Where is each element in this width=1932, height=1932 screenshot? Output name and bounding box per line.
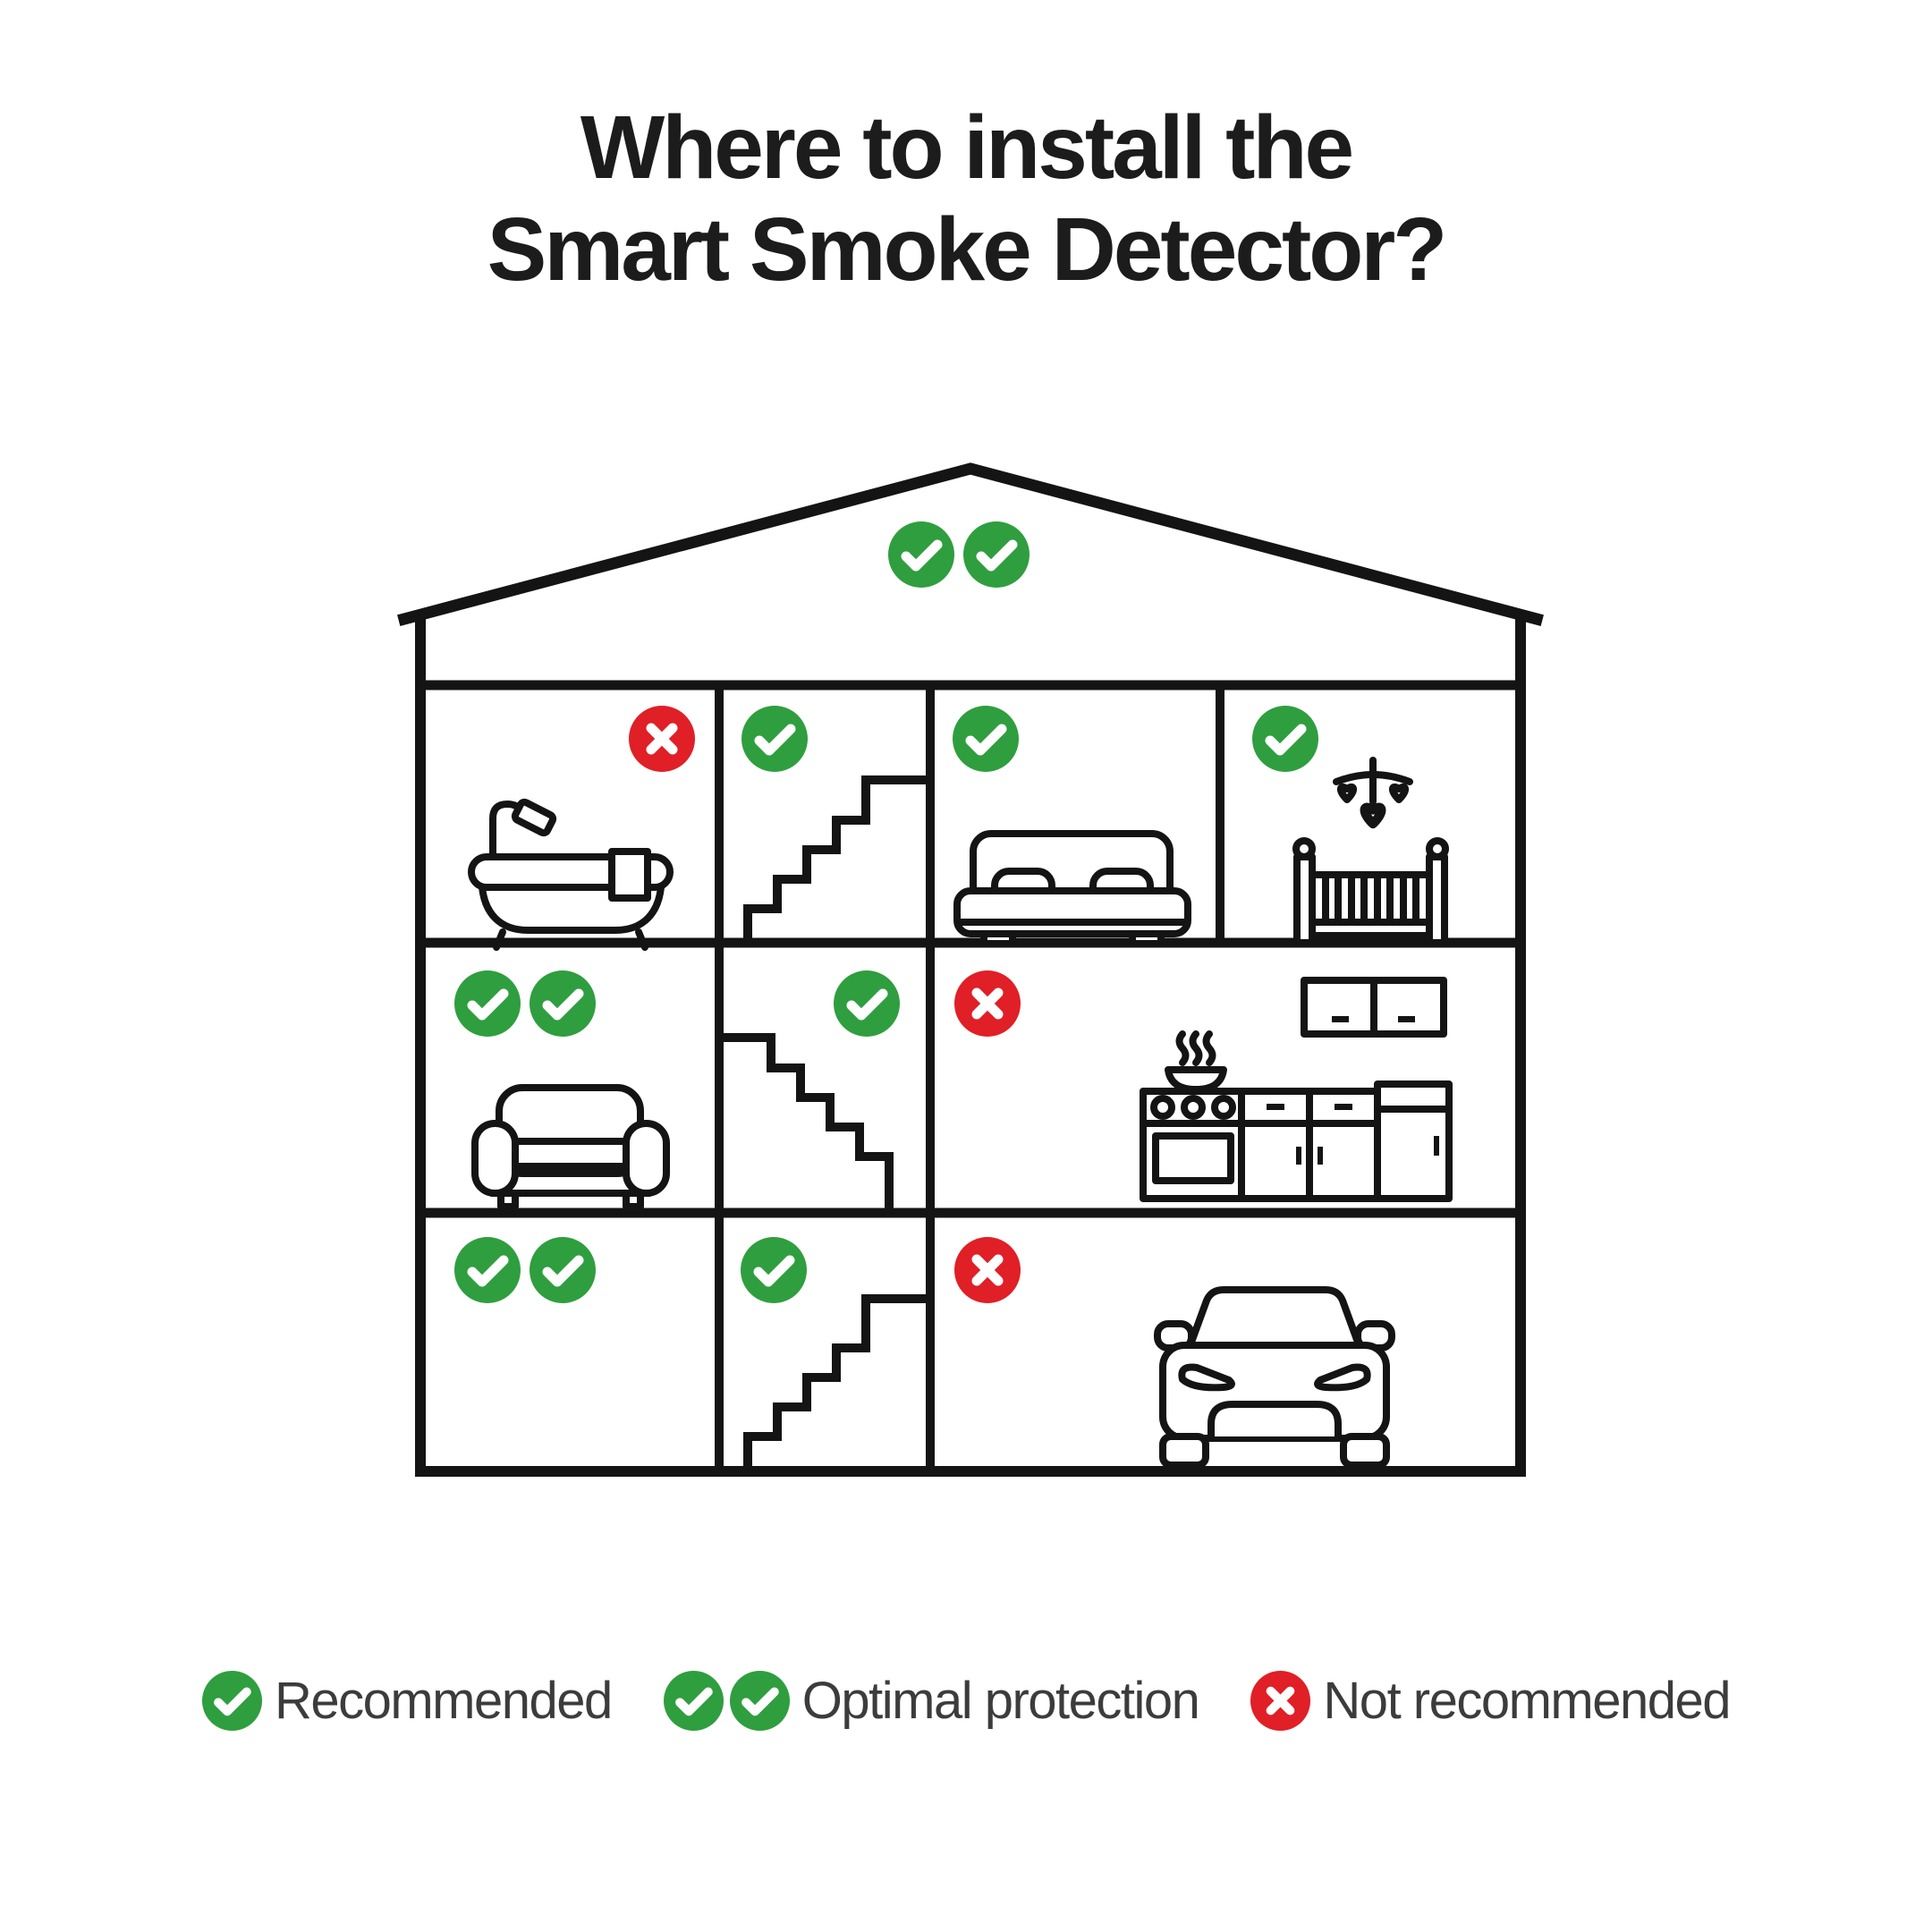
legend-item-recommended: Recommended	[202, 1671, 613, 1731]
legend-recommended-icons	[202, 1671, 262, 1731]
check-mark-icon	[834, 970, 900, 1037]
x-mark-icon	[629, 706, 695, 772]
x-mark-icon	[954, 1237, 1021, 1303]
house-outline	[397, 462, 1544, 1477]
staircase-icon	[715, 1033, 894, 1215]
page-title-line1: Where to install the	[580, 97, 1354, 198]
check-mark-icon	[888, 521, 954, 588]
bed-icon	[953, 830, 1191, 947]
legend-item-not-recommended: Not recommended	[1250, 1671, 1732, 1731]
check-mark-icon	[664, 1671, 724, 1731]
staircase-icon	[743, 775, 935, 946]
check-mark-icon	[953, 706, 1019, 772]
x-mark-icon	[1250, 1671, 1310, 1731]
x-mark-icon	[954, 970, 1021, 1037]
legend-recommended-label: Recommended	[274, 1672, 613, 1730]
legend-optimal-protection-icons	[664, 1671, 790, 1731]
cellar-marks	[454, 1237, 596, 1303]
room-bedroom	[953, 706, 1191, 947]
wall-cabinet-icon	[1301, 977, 1447, 1038]
baby-mobile-icon	[1333, 757, 1413, 829]
page-title: Where to install the Smart Smoke Detecto…	[0, 97, 1932, 301]
attic-marks	[888, 521, 1030, 588]
legend: Recommended Optimal protection Not recom…	[0, 1671, 1932, 1731]
room-staircase-lower	[741, 1237, 935, 1474]
room-nursery	[1252, 706, 1449, 946]
staircase-upper-marks	[741, 706, 808, 772]
check-mark-icon	[454, 1237, 521, 1303]
living-room-marks	[454, 970, 596, 1037]
check-mark-icon	[202, 1671, 262, 1731]
legend-not-recommended-icons	[1250, 1671, 1310, 1731]
check-mark-icon	[963, 521, 1030, 588]
check-mark-icon	[530, 970, 596, 1037]
check-mark-icon	[741, 706, 808, 772]
kitchen-icon	[1140, 977, 1453, 1202]
counter-cabinets-icon	[1238, 1080, 1453, 1202]
legend-optimal-protection-label: Optimal protection	[801, 1672, 1200, 1730]
room-staircase-upper	[741, 706, 935, 946]
room-living-room	[454, 970, 670, 1210]
steaming-pot-icon	[1165, 1030, 1227, 1093]
check-mark-icon	[1252, 706, 1318, 772]
crib-icon	[1292, 757, 1449, 946]
room-kitchen	[954, 970, 1453, 1202]
legend-not-recommended-label: Not recommended	[1323, 1672, 1731, 1730]
nursery-marks	[1252, 706, 1318, 772]
room-attic	[888, 521, 1030, 588]
bedroom-marks	[953, 706, 1019, 772]
armchair-icon	[471, 1084, 670, 1210]
staircase-icon	[743, 1294, 935, 1474]
staircase-lower-marks	[741, 1237, 807, 1303]
check-mark-icon	[730, 1671, 790, 1731]
bathtub-icon	[468, 798, 674, 951]
garage-marks	[954, 1237, 1021, 1303]
check-mark-icon	[454, 970, 521, 1037]
car-icon	[1154, 1286, 1395, 1469]
kitchen-marks	[954, 970, 1021, 1037]
check-mark-icon	[741, 1237, 807, 1303]
room-garage	[954, 1237, 1395, 1469]
page-title-line2: Smart Smoke Detector?	[487, 199, 1448, 300]
room-staircase-middle	[715, 970, 900, 1215]
check-mark-icon	[530, 1237, 596, 1303]
stove-icon	[1140, 1088, 1245, 1202]
staircase-middle-marks	[834, 970, 900, 1037]
room-bathroom	[468, 706, 695, 951]
bathroom-marks	[629, 706, 695, 772]
roof	[397, 462, 1544, 626]
legend-item-optimal-protection: Optimal protection	[664, 1671, 1200, 1731]
room-cellar	[454, 1237, 596, 1303]
